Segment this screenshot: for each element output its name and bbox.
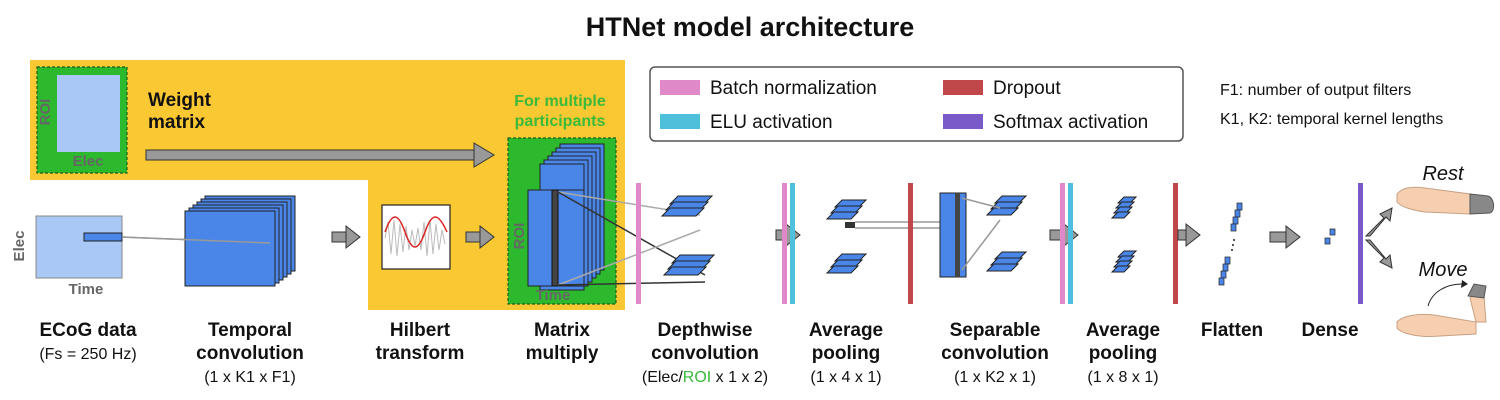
hilbert-plot [381, 204, 451, 270]
matrix-roi-axis: ROI [511, 223, 528, 250]
legend-elu: ELU activation [710, 112, 833, 133]
hilbert-label-1: Hilbert [390, 320, 451, 341]
weight-roi-label: ROI [37, 99, 54, 126]
legend: Batch normalization ELU activation Dropo… [649, 66, 1184, 142]
temporal-label-2: convolution [196, 343, 304, 364]
arrow-temporal-hilbert [331, 224, 361, 250]
ecog-data-block: Elec Time [11, 215, 123, 298]
separable-conv-block [939, 192, 1028, 278]
hilbert-label-2: transform [376, 343, 465, 364]
weight-arrow [145, 142, 495, 168]
arrow-hilbert-matrix [465, 224, 495, 250]
flatten-vector [1218, 202, 1243, 286]
matrix-label-1: Matrix [534, 320, 590, 341]
depthwise-link-lower [557, 229, 701, 286]
weight-matrix-region [30, 60, 625, 310]
move-arm-icon [1396, 280, 1487, 337]
note-k1k2: K1, K2: temporal kernel lengths [1220, 111, 1443, 128]
avgpool2-stack-upper [1110, 196, 1138, 219]
avgpool1-stack-lower [825, 253, 868, 274]
batchnorm-bar-2 [782, 183, 787, 304]
avgpool1-stack-upper [825, 199, 868, 228]
multi-label-1: For multiple [514, 93, 606, 110]
legend-softmax: Softmax activation [993, 112, 1148, 133]
avgpool2-label-1: Average [1086, 320, 1160, 341]
diagram-title: HTNet model architecture [586, 12, 915, 42]
weight-matrix-icon: ROI Elec [36, 66, 128, 174]
avgpool1-sub: (1 x 4 x 1) [810, 369, 881, 386]
depthwise-stack-lower [662, 254, 716, 276]
elu-bar-1 [790, 183, 795, 304]
ecog-sub: (Fs = 250 Hz) [39, 346, 136, 363]
softmax-bar [1358, 183, 1363, 304]
elu-bar-2 [1068, 183, 1073, 304]
dense-label: Dense [1301, 320, 1358, 341]
matrix-label-2: multiply [526, 343, 599, 364]
temporal-conv-stack [184, 195, 296, 287]
matrix-time-axis: Time [536, 287, 571, 304]
dropout-bar-1 [908, 183, 913, 304]
batchnorm-bar-3 [1060, 183, 1065, 304]
separable-sub: (1 x K2 x 1) [954, 369, 1036, 386]
temporal-label-1: Temporal [208, 320, 292, 341]
weight-elec-label: Elec [73, 153, 104, 170]
depthwise-label-2: convolution [651, 343, 759, 364]
avgpool1-label-2: pooling [812, 343, 881, 364]
rest-label: Rest [1422, 163, 1465, 185]
depthwise-stack-upper [660, 195, 714, 217]
avgpool2-stack-lower [1110, 250, 1138, 273]
avgpool2-sub: (1 x 8 x 1) [1087, 369, 1158, 386]
legend-dropout: Dropout [993, 78, 1061, 99]
multi-label-2: participants [515, 113, 606, 130]
depthwise-sub: (Elec/ROI x 1 x 2) [642, 369, 768, 386]
move-label: Move [1419, 259, 1468, 281]
avgpool1-label-1: Average [809, 320, 883, 341]
dense-units [1324, 228, 1336, 245]
weight-matrix-label-1: Weight [148, 90, 212, 111]
ecog-label: ECoG data [39, 320, 137, 341]
note-f1: F1: number of output filters [1220, 82, 1411, 99]
separable-label-2: convolution [941, 343, 1049, 364]
flatten-label: Flatten [1201, 320, 1263, 341]
separable-label-1: Separable [950, 320, 1041, 341]
depthwise-link-bottom [557, 281, 706, 286]
legend-batchnorm: Batch normalization [710, 78, 877, 99]
legend-elu-swatch [660, 114, 700, 129]
temporal-sub: (1 x K1 x F1) [204, 369, 296, 386]
matrix-multiply-block: ROI Time [507, 137, 617, 305]
dropout-bar-2 [1173, 183, 1178, 304]
avgpool2-label-2: pooling [1089, 343, 1158, 364]
legend-dropout-swatch [943, 80, 983, 95]
arrow-flatten-dense [1269, 224, 1301, 250]
rest-arm-icon [1396, 186, 1495, 215]
batchnorm-bar-1 [636, 183, 641, 304]
depthwise-label-1: Depthwise [657, 320, 752, 341]
arrow-pool-flatten [1177, 222, 1201, 248]
weight-matrix-label-2: matrix [148, 112, 205, 133]
ecog-time-axis: Time [69, 281, 104, 298]
ecog-elec-axis: Elec [11, 231, 28, 262]
legend-batchnorm-swatch [660, 80, 700, 95]
arrow-depthwise-pool [775, 222, 801, 248]
output-fork-arrows [1364, 207, 1393, 269]
legend-softmax-swatch [943, 114, 983, 129]
